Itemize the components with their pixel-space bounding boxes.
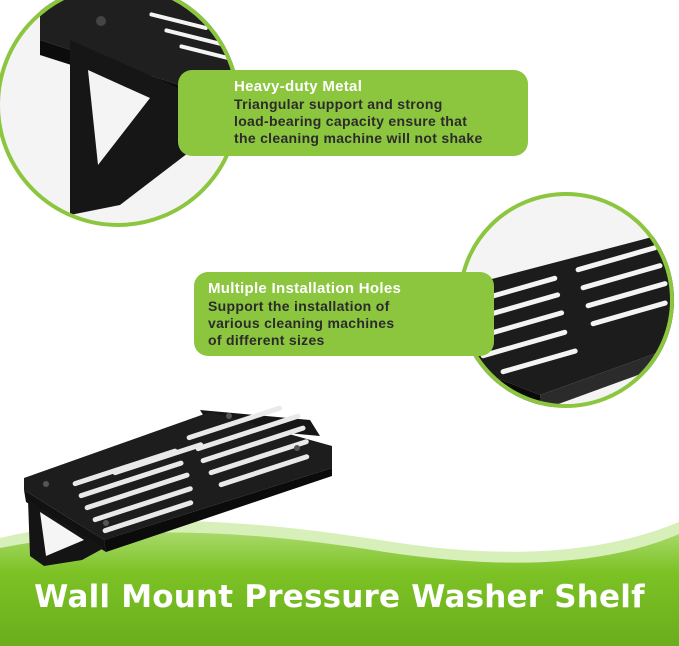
wall-shelf-product (24, 405, 332, 566)
callout-title: Heavy-duty Metal (234, 78, 363, 95)
callout-line: various cleaning machines (208, 315, 395, 331)
banner-title: Wall Mount Pressure Washer Shelf (34, 579, 645, 615)
callout-title: Multiple Installation Holes (208, 280, 402, 297)
callout-line: the cleaning machine will not shake (234, 130, 483, 146)
callout-line: load-bearing capacity ensure that (234, 113, 468, 129)
callout-line: of different sizes (208, 332, 325, 348)
slotted-shelf-closeup (458, 192, 674, 408)
callout-installation-holes: Multiple Installation Holes Support the … (194, 272, 494, 356)
callout-line: Support the installation of (208, 298, 390, 314)
callout-line: Triangular support and strong (234, 96, 443, 112)
callout-heavy-duty-metal: Heavy-duty Metal Triangular support and … (178, 70, 528, 156)
shelf-bracket-closeup (0, 0, 240, 227)
banner-wave (0, 520, 679, 646)
